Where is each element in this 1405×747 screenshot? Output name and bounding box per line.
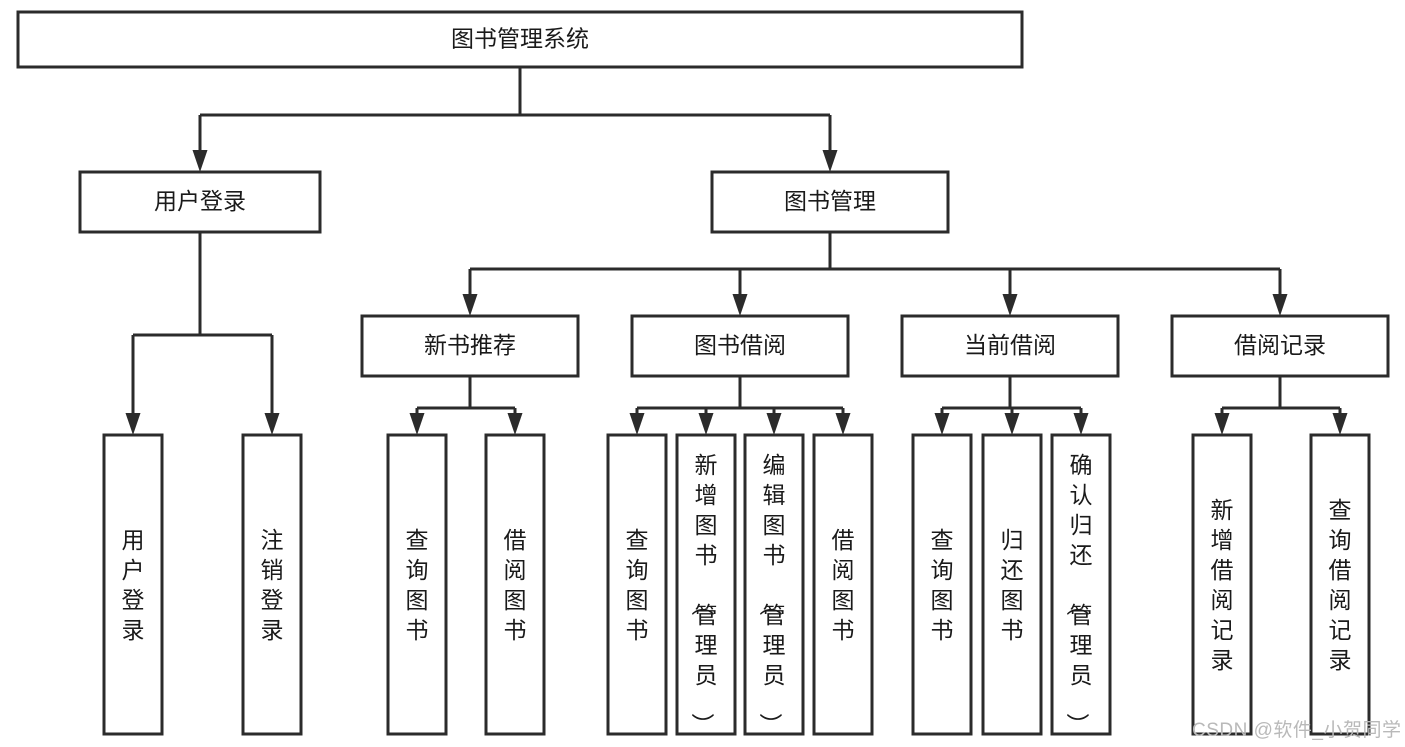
node-leaf-edit-book-admin-box (743, 433, 805, 736)
node-leaf-query-book-1-label: 查询图书 (406, 527, 429, 643)
node-leaf-borrow-book-2[interactable]: 借阅图书 (812, 433, 874, 736)
node-new-book-recommend-box (360, 314, 580, 378)
node-book-manage-label: 图书管理 (784, 188, 876, 214)
node-leaf-query-book-2[interactable]: 查询图书 (606, 433, 668, 736)
node-new-book-recommend[interactable]: 新书推荐 (360, 314, 580, 378)
arrow-head-icon (409, 413, 425, 435)
arrow-head-icon (1073, 413, 1089, 435)
node-leaf-add-book-admin[interactable]: 新增图书（管理员） (675, 433, 737, 736)
arrow-head-icon (125, 413, 141, 435)
arrow-head-icon (1004, 413, 1020, 435)
edge-group-current-borrow (934, 376, 1089, 435)
node-leaf-borrow-book-2-label: 借阅图书 (832, 527, 855, 643)
arrow-head-icon (192, 150, 208, 172)
node-book-manage[interactable]: 图书管理 (710, 170, 950, 234)
arrow-head-icon (1272, 294, 1288, 316)
edge-group-new-book-recommend (409, 376, 523, 435)
node-user-login-label: 用户登录 (154, 188, 246, 214)
node-leaf-return-book[interactable]: 归还图书 (981, 433, 1043, 736)
node-leaf-borrow-book-1-label: 借阅图书 (504, 527, 527, 643)
node-leaf-user-login-label: 用户登录 (122, 527, 145, 643)
node-book-borrow-box (630, 314, 850, 378)
edge-group-book-borrow (629, 376, 851, 435)
node-leaf-user-login-box (102, 433, 164, 736)
node-leaf-logout[interactable]: 注销登录 (241, 433, 303, 736)
node-leaf-add-book-admin-label: 新增图书（管理员） (690, 452, 718, 736)
node-leaf-logout-label: 注销登录 (261, 527, 284, 643)
node-leaf-edit-book-admin[interactable]: 编辑图书（管理员） (743, 433, 805, 736)
edge-group-user-login (125, 232, 280, 435)
node-book-borrow[interactable]: 图书借阅 (630, 314, 850, 378)
node-leaf-query-record[interactable]: 查询借阅记录 (1309, 433, 1371, 736)
arrow-head-icon (1332, 413, 1348, 435)
node-book-manage-box (710, 170, 950, 234)
node-user-login[interactable]: 用户登录 (78, 170, 322, 234)
arrow-head-icon (507, 413, 523, 435)
node-borrow-record-label: 借阅记录 (1234, 332, 1326, 358)
arrow-head-icon (264, 413, 280, 435)
node-leaf-borrow-book-2-box (812, 433, 874, 736)
node-leaf-query-record-label: 查询借阅记录 (1329, 497, 1352, 673)
node-leaf-edit-book-admin-label: 编辑图书（管理员） (758, 452, 786, 736)
node-leaf-confirm-return-box (1050, 433, 1112, 736)
node-current-borrow-label: 当前借阅 (964, 332, 1056, 358)
node-leaf-borrow-book-1[interactable]: 借阅图书 (484, 433, 546, 736)
node-leaf-query-book-3-box (911, 433, 973, 736)
node-leaf-query-book-3-label: 查询图书 (931, 527, 954, 643)
node-root-label: 图书管理系统 (451, 26, 589, 52)
edge-group-root (192, 67, 838, 172)
node-leaf-confirm-return-label: 确认归还（管理员） (1065, 452, 1093, 736)
arrow-head-icon (698, 413, 714, 435)
node-leaf-query-book-3[interactable]: 查询图书 (911, 433, 973, 736)
node-leaf-add-record-box (1191, 433, 1253, 736)
node-leaf-return-book-label: 归还图书 (1001, 527, 1024, 643)
node-leaf-add-record-label: 新增借阅记录 (1211, 497, 1234, 673)
node-root[interactable]: 图书管理系统 (16, 10, 1024, 69)
node-leaf-return-book-box (981, 433, 1043, 736)
edges-layer (125, 67, 1348, 435)
node-leaf-query-book-1[interactable]: 查询图书 (386, 433, 448, 736)
node-leaf-query-book-2-box (606, 433, 668, 736)
edge-group-borrow-record (1214, 376, 1348, 435)
node-new-book-recommend-label: 新书推荐 (424, 332, 516, 358)
nodes-layer: 图书管理系统用户登录图书管理新书推荐图书借阅当前借阅借阅记录用户登录注销登录查询… (16, 10, 1390, 736)
node-current-borrow[interactable]: 当前借阅 (900, 314, 1120, 378)
arrow-head-icon (629, 413, 645, 435)
node-leaf-logout-box (241, 433, 303, 736)
node-leaf-add-book-admin-box (675, 433, 737, 736)
node-book-borrow-label: 图书借阅 (694, 332, 786, 358)
node-borrow-record-box (1170, 314, 1390, 378)
arrow-head-icon (835, 413, 851, 435)
node-leaf-query-book-2-label: 查询图书 (626, 527, 649, 643)
node-current-borrow-box (900, 314, 1120, 378)
node-leaf-query-record-box (1309, 433, 1371, 736)
node-leaf-query-book-1-box (386, 433, 448, 736)
node-leaf-confirm-return[interactable]: 确认归还（管理员） (1050, 433, 1112, 736)
node-borrow-record[interactable]: 借阅记录 (1170, 314, 1390, 378)
node-user-login-box (78, 170, 322, 234)
arrow-head-icon (462, 294, 478, 316)
arrow-head-icon (766, 413, 782, 435)
node-leaf-user-login[interactable]: 用户登录 (102, 433, 164, 736)
node-leaf-borrow-book-1-box (484, 433, 546, 736)
edge-group-book-manage (462, 232, 1288, 316)
node-leaf-add-record[interactable]: 新增借阅记录 (1191, 433, 1253, 736)
arrow-head-icon (732, 294, 748, 316)
arrow-head-icon (822, 150, 838, 172)
arrow-head-icon (1002, 294, 1018, 316)
arrow-head-icon (1214, 413, 1230, 435)
node-root-box (16, 10, 1024, 69)
arrow-head-icon (934, 413, 950, 435)
